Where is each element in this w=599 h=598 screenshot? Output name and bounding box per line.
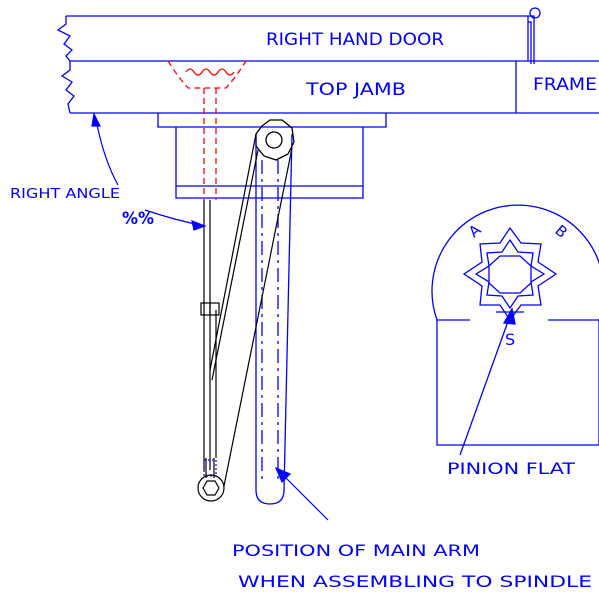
- hinge-pin-icon: [529, 7, 541, 19]
- mounting-plate: [157, 113, 387, 128]
- right-angle-leaders: [91, 112, 207, 231]
- rod-end-eye-outer: [197, 474, 225, 502]
- callout-arrowhead: [274, 466, 292, 484]
- closer-body: [175, 127, 364, 199]
- spindle-hex-outer: [255, 119, 295, 161]
- fastener-thread: [185, 68, 235, 76]
- pinion-spline-outer: [462, 226, 558, 322]
- angle-symbol: %%: [122, 209, 154, 229]
- right-angle-arrowhead-rod: [191, 220, 207, 231]
- callout-line-2: WHEN ASSEMBLING TO SPINDLE: [238, 572, 592, 591]
- forearm-rod: [200, 133, 293, 487]
- door-label: RIGHT HAND DOOR: [266, 30, 444, 50]
- main-arm: [255, 133, 293, 505]
- right-angle-leader-to-jamb: [95, 119, 119, 186]
- pinion-housing-arc: [431, 204, 599, 321]
- pinion-flat-label: PINION FLAT: [447, 459, 575, 478]
- frame-label: FRAME: [533, 75, 597, 95]
- pinion-detail: [431, 204, 599, 456]
- forearm-link-upper: [209, 133, 257, 371]
- spindle-bolt-icon: [265, 131, 283, 149]
- pinion-flat-leader: [459, 312, 512, 456]
- rod-end-eye-hex: [202, 480, 220, 496]
- right-angle-label: RIGHT ANGLE: [10, 187, 120, 202]
- rod-end-eye: [197, 474, 225, 502]
- jamb-label: TOP JAMB: [305, 80, 406, 100]
- pinion-mark-b: B: [551, 221, 570, 241]
- pinion-spline-inner: [474, 238, 546, 310]
- hidden-fastener: [167, 60, 247, 200]
- hinge-leaf: [528, 15, 535, 64]
- forearm-link-lower: [223, 147, 293, 487]
- pinion-flat-arrowhead: [502, 307, 516, 325]
- closer-bracket: [157, 113, 387, 199]
- callout-line-1: POSITION OF MAIN ARM: [232, 541, 480, 560]
- rod-end-hatch: [203, 459, 217, 477]
- spindle-top: [255, 119, 295, 161]
- hinge-leaf-inner: [528, 21, 532, 64]
- forearm-link-inner: [211, 149, 259, 381]
- text-labels: RIGHT HAND DOOR TOP JAMB FRAME RIGHT ANG…: [10, 30, 597, 591]
- pinion-housing-body: [436, 320, 599, 446]
- pinion-octagon: [488, 255, 532, 294]
- callout-leader: [279, 471, 329, 521]
- fastener-head: [167, 60, 247, 89]
- callout-arrow: [274, 466, 329, 521]
- pinion-mark-s: S: [505, 330, 515, 349]
- pinion-mark-a: A: [465, 220, 485, 241]
- right-angle-arrowhead-jamb: [91, 112, 101, 127]
- main-arm-outline: [255, 133, 293, 505]
- door-break-line: [56, 16, 73, 62]
- jamb-break-line: [60, 61, 75, 114]
